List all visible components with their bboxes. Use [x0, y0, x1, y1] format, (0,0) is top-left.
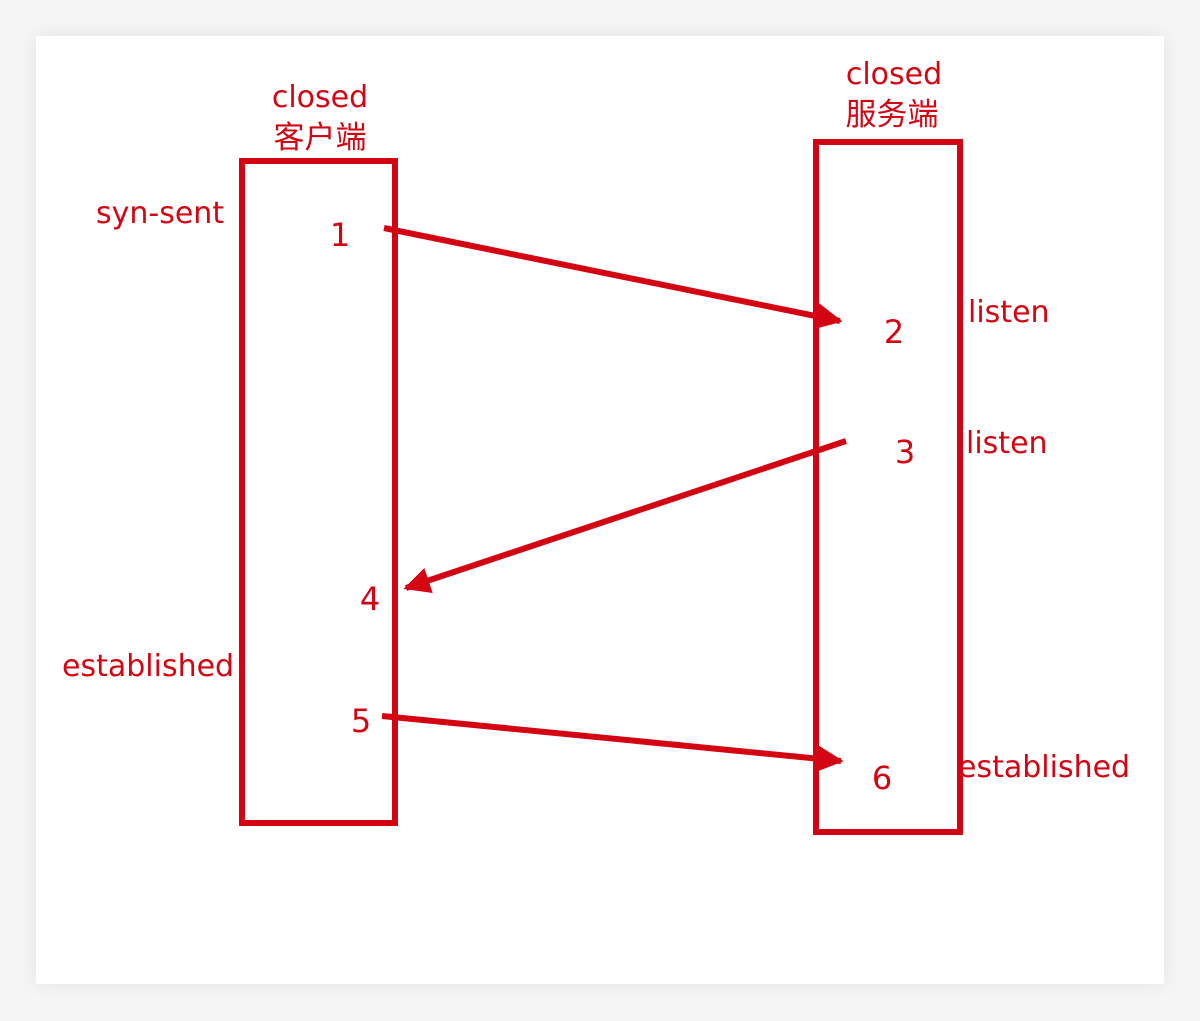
client-state-syn-sent: syn-sent [96, 196, 224, 231]
step-number-4: 4 [360, 580, 380, 618]
arrow-ack-5-to-6 [381, 713, 844, 772]
step-number-2: 2 [884, 313, 904, 351]
server-lifeline-box [813, 139, 963, 835]
arrow-synack-3-to-4 [403, 438, 847, 593]
diagram-card: closed 客户端 syn-sent established closed 服… [36, 36, 1164, 984]
client-title: 客户端 [274, 120, 367, 156]
server-state-established: established [958, 750, 1130, 785]
step-number-1: 1 [330, 216, 350, 254]
client-state-established: established [62, 649, 234, 684]
arrow-syn-1-to-2 [383, 225, 843, 330]
tcp-handshake-diagram: closed 客户端 syn-sent established closed 服… [62, 57, 1130, 835]
server-state-listen-2: listen [966, 426, 1048, 461]
step-number-3: 3 [895, 433, 915, 471]
server-title: 服务端 [846, 97, 939, 133]
step-number-5: 5 [351, 702, 371, 740]
server-state-listen-1: listen [968, 295, 1050, 330]
client-lifeline-box [239, 158, 398, 826]
client-state-closed: closed [272, 80, 368, 115]
server-state-closed: closed [846, 57, 942, 92]
step-number-6: 6 [872, 759, 892, 797]
